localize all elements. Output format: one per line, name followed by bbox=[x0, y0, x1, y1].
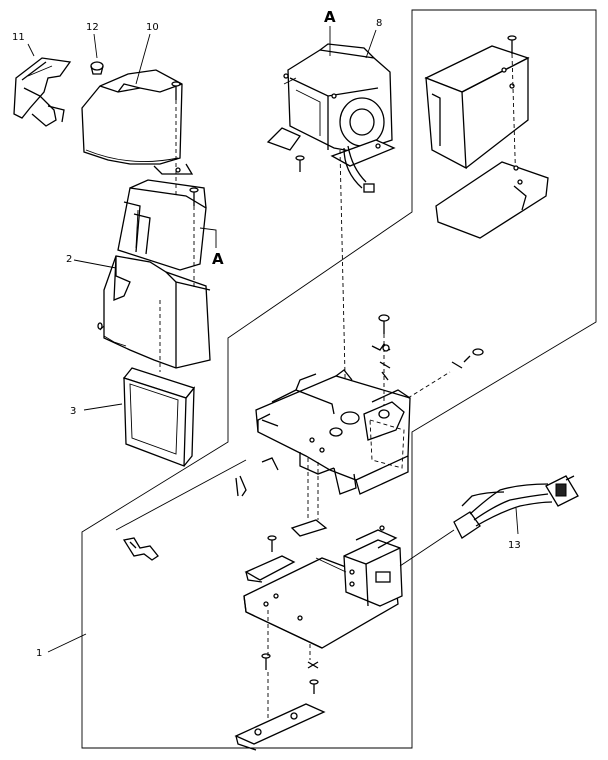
callout-3: 3 bbox=[70, 406, 76, 417]
small-clip bbox=[290, 519, 328, 537]
callout-12: 12 bbox=[86, 22, 99, 33]
transformer bbox=[343, 525, 403, 607]
callout-11: 11 bbox=[12, 32, 25, 43]
callout-1: 1 bbox=[36, 648, 42, 659]
callout-a-top: A bbox=[324, 8, 336, 26]
star-washer bbox=[307, 661, 319, 669]
screw-top-10 bbox=[171, 81, 181, 100]
screw-housing bbox=[189, 187, 199, 206]
screw-lower-right bbox=[309, 679, 319, 694]
screw-chassis-side bbox=[451, 348, 484, 369]
callout-a-side: A bbox=[212, 250, 224, 268]
main-chassis bbox=[239, 369, 411, 497]
part-2-housing bbox=[97, 179, 211, 369]
mounting-plate-right bbox=[435, 161, 549, 239]
screw-chassis-top bbox=[378, 314, 390, 334]
assembly-boundary bbox=[81, 9, 597, 749]
callout-8: 8 bbox=[376, 18, 382, 29]
callout-2: 2 bbox=[66, 254, 72, 265]
screw-motor bbox=[295, 155, 305, 172]
part-8-fan-motor bbox=[266, 43, 396, 193]
upper-right-bracket bbox=[424, 45, 530, 170]
part-13-power-cord bbox=[399, 475, 579, 567]
screw-lower-top bbox=[267, 535, 277, 552]
part-3-panel bbox=[122, 367, 196, 467]
spring-washer bbox=[371, 342, 391, 381]
part-11-bracket bbox=[13, 57, 72, 127]
callout-13: 13 bbox=[508, 540, 521, 551]
screw-lower-left bbox=[261, 653, 271, 670]
base-rail bbox=[234, 703, 326, 751]
part-12-knob bbox=[90, 61, 104, 75]
cable-harness-left bbox=[115, 459, 247, 561]
lower-small-bracket bbox=[244, 555, 296, 583]
callout-10: 10 bbox=[146, 22, 159, 33]
part-10-curved-cover bbox=[81, 69, 194, 175]
screw-upper-right bbox=[507, 35, 517, 54]
